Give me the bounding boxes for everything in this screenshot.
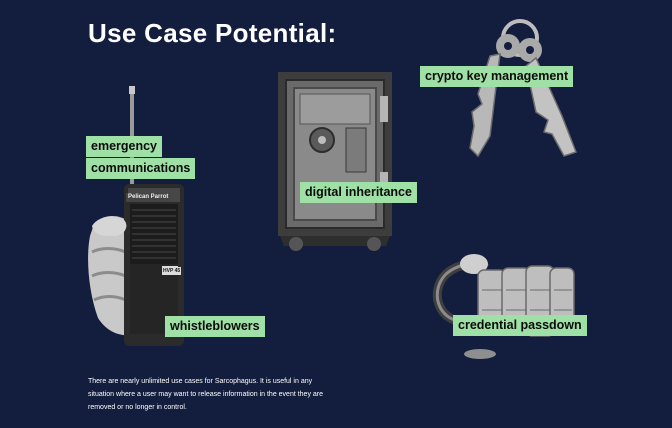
label-digital-inheritance: digital inheritance <box>300 182 417 203</box>
label-credential-passdown: credential passdown <box>453 315 587 336</box>
label-crypto-key-management: crypto key management <box>420 66 574 87</box>
walkie-talkie-image <box>88 86 184 346</box>
keys-image <box>469 19 577 158</box>
safe-image <box>278 72 392 251</box>
radio-brand-label: Pelican Parrot <box>126 193 171 202</box>
label-emergency: emergency <box>86 136 163 157</box>
label-communications: communications <box>86 158 196 179</box>
page-title: Use Case Potential: <box>88 18 337 48</box>
label-whistleblowers: whistleblowers <box>165 316 265 337</box>
combination-lock-image <box>432 254 575 359</box>
description-text: There are nearly unlimited use cases for… <box>88 378 324 411</box>
radio-model-label: HVP 45 <box>162 267 182 275</box>
